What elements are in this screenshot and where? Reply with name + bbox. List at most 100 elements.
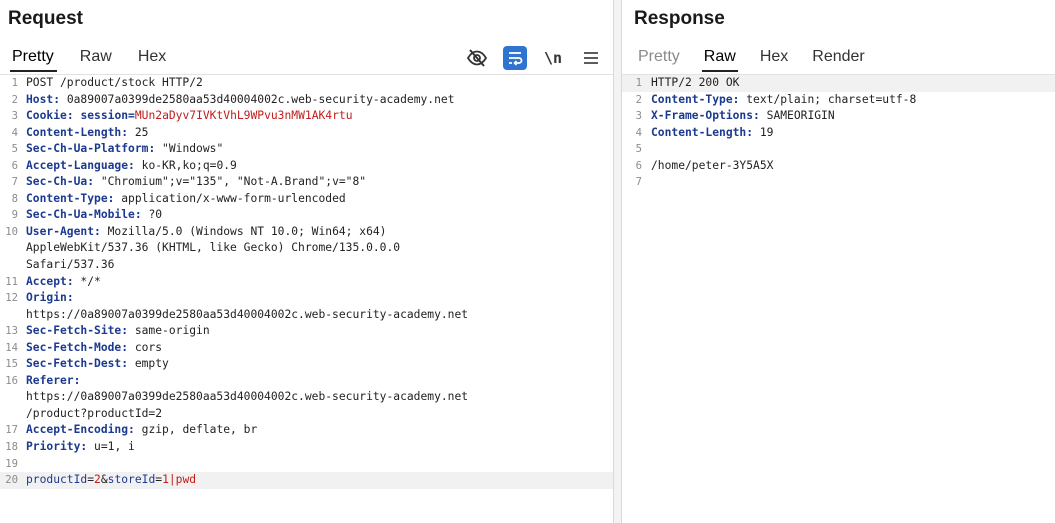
- header-value: Mozilla/5.0 (Windows NT 10.0; Win64; x64…: [100, 224, 387, 238]
- header-name: User-Agent: [26, 224, 95, 238]
- code-line: AppleWebKit/537.36 (KHTML, like Gecko) C…: [0, 240, 613, 257]
- header-colon: :: [107, 191, 115, 205]
- newline-label: \n: [543, 49, 563, 67]
- tab-raw[interactable]: Raw: [79, 48, 112, 65]
- tab-hex[interactable]: Hex: [137, 48, 167, 65]
- plain-text: /product?productId=2: [26, 406, 163, 420]
- eye-slash-icon[interactable]: [465, 46, 489, 70]
- line-content: AppleWebKit/537.36 (KHTML, like Gecko) C…: [26, 240, 400, 257]
- cookie-equals: =: [128, 109, 135, 123]
- line-number: 12: [5, 292, 18, 305]
- tab-pretty[interactable]: Pretty: [638, 48, 680, 65]
- line-content: Content-Type: application/x-www-form-url…: [26, 191, 346, 208]
- header-value: SAMEORIGIN: [759, 109, 835, 123]
- body-token: 2: [94, 473, 101, 487]
- line-content: User-Agent: Mozilla/5.0 (Windows NT 10.0…: [26, 224, 386, 241]
- panel-splitter[interactable]: [613, 0, 622, 523]
- line-content: Content-Type: text/plain; charset=utf-8: [651, 92, 916, 109]
- header-value: empty: [128, 357, 169, 371]
- request-title: Request: [8, 8, 83, 29]
- code-line: 6 Accept-Language: ko-KR,ko;q=0.9: [0, 158, 613, 175]
- header-value: ko-KR,ko;q=0.9: [134, 158, 237, 172]
- line-content: Sec-Fetch-Mode: cors: [26, 340, 162, 357]
- header-colon: :: [148, 142, 156, 156]
- wrap-icon[interactable]: [503, 46, 527, 70]
- line-number: 5: [635, 143, 642, 156]
- line-content: Sec-Fetch-Site: same-origin: [26, 323, 210, 340]
- line-content: Sec-Fetch-Dest: empty: [26, 356, 169, 373]
- request-panel: Request Pretty Raw Hex \n: [0, 8, 613, 523]
- tab-hex[interactable]: Hex: [759, 48, 789, 65]
- body-token: =: [155, 473, 163, 487]
- tab-pretty[interactable]: Pretty: [0, 44, 67, 72]
- code-line: https://0a89007a0399de2580aa53d40004002c…: [0, 307, 613, 324]
- line-number: 13: [5, 325, 18, 338]
- line-content: /product?productId=2: [26, 406, 162, 423]
- tab-render[interactable]: Render: [812, 48, 865, 65]
- line-content: Host: 0a89007a0399de2580aa53d40004002c.w…: [26, 92, 455, 109]
- line-content: https://0a89007a0399de2580aa53d40004002c…: [26, 389, 468, 406]
- header-name: Sec-Ch-Ua: [26, 175, 88, 189]
- plain-text: /home/peter-3Y5A5X: [651, 158, 774, 172]
- header-colon: :: [66, 291, 74, 305]
- header-name: Content-Type: [651, 92, 733, 106]
- line-content: HTTP/2 200 OK: [651, 75, 739, 92]
- header-name: Sec-Fetch-Mode: [26, 340, 122, 354]
- code-line: 6/home/peter-3Y5A5X: [622, 158, 1055, 175]
- header-name: Sec-Fetch-Site: [26, 324, 122, 338]
- header-name: Origin: [26, 291, 67, 305]
- code-line: 5: [622, 141, 1055, 158]
- request-toolbar: \n: [465, 44, 603, 72]
- header-value: same-origin: [128, 324, 210, 338]
- line-content: Sec-Ch-Ua-Mobile: ?0: [26, 207, 162, 224]
- header-colon: :: [746, 125, 754, 139]
- header-colon: :: [53, 92, 61, 106]
- line-number: 7: [11, 176, 18, 189]
- header-colon: :: [66, 274, 74, 288]
- response-tabs: Pretty Raw Hex Render: [626, 44, 877, 72]
- body-token: storeId: [107, 473, 156, 487]
- line-number: 3: [11, 110, 18, 123]
- newline-icon[interactable]: \n: [541, 46, 565, 70]
- menu-icon[interactable]: [579, 46, 603, 70]
- header-colon: :: [121, 340, 129, 354]
- line-number: 17: [5, 424, 18, 437]
- header-colon: :: [80, 440, 88, 454]
- header-colon: :: [66, 109, 74, 123]
- header-colon: :: [732, 92, 740, 106]
- header-name: Host: [26, 92, 54, 106]
- header-name: Accept: [26, 274, 67, 288]
- header-value: application/x-www-form-urlencoded: [114, 191, 346, 205]
- header-value: cors: [128, 340, 163, 354]
- line-number: 6: [11, 159, 18, 172]
- header-name: Priority: [26, 440, 81, 454]
- line-number: 4: [11, 126, 18, 139]
- line-content: Origin:: [26, 290, 74, 307]
- header-colon: :: [134, 208, 142, 222]
- cookie-value: MUn2aDyv7IVKtVhL9WPvu3nMW1AK4rtu: [134, 109, 353, 123]
- header-colon: :: [128, 158, 135, 172]
- tab-raw[interactable]: Raw: [692, 44, 748, 72]
- header-value: text/plain; charset=utf-8: [739, 92, 917, 106]
- line-number: 9: [11, 209, 18, 222]
- header-value: gzip, deflate, br: [134, 423, 258, 437]
- line-content: Cookie: session=MUn2aDyv7IVKtVhL9WPvu3nM…: [26, 108, 353, 125]
- header-name: Accept-Language: [26, 158, 129, 172]
- header-name: Content-Length: [26, 125, 122, 139]
